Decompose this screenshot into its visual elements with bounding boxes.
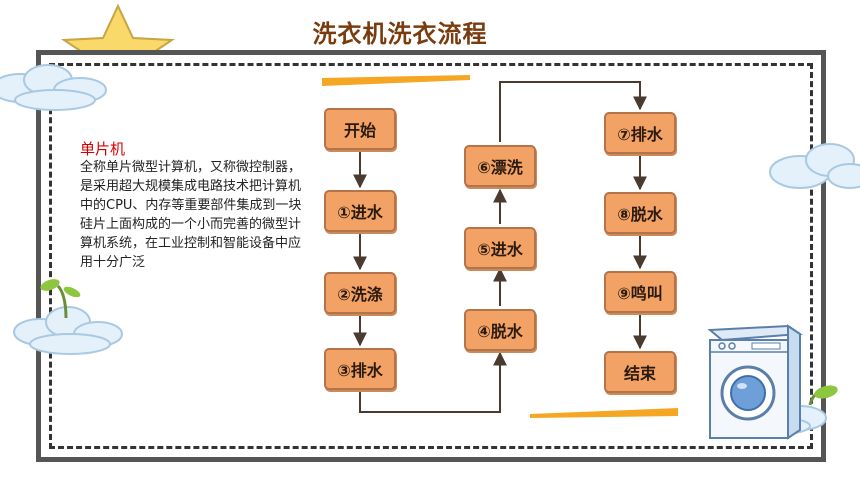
flow-step-9-beep: ⑨鸣叫: [604, 271, 676, 313]
flow-step-4-spin: ④脱水: [464, 309, 536, 351]
flow-step-2-wash: ②洗涤: [324, 272, 396, 314]
plant-sprout-icon: [808, 385, 838, 406]
accent-stripe-top: [322, 75, 470, 86]
description-heading: 单片机: [80, 140, 126, 158]
flow-step-7-drain: ⑦排水: [604, 112, 676, 154]
page-title: 洗衣机洗衣流程: [312, 19, 488, 48]
dashed-frame-inner: [49, 63, 813, 449]
cloud-icon: [0, 64, 107, 111]
arrow-3-to-4: [359, 351, 507, 413]
flow-step-6-rinse: ⑥漂洗: [464, 145, 536, 187]
washing-machine-icon: [707, 324, 803, 440]
flow-step-3-drain: ③排水: [324, 348, 396, 390]
dashed-frame: [36, 50, 826, 462]
arrow-6-to-7: [499, 81, 647, 142]
flow-step-5-water-in: ⑤进水: [464, 227, 536, 269]
flow-step-8-spin: ⑧脱水: [604, 192, 676, 234]
flow-step-1-water-in: ①进水: [324, 190, 396, 232]
accent-stripe-bottom: [530, 408, 678, 418]
flow-step-end: 结束: [604, 351, 676, 393]
description-body: 全称单片微型计算机，又称微控制器，是采用超大规模集成电路技术把计算机中的CPU、…: [80, 160, 302, 270]
cloud-icon: [13, 306, 123, 355]
cloud-icon: [769, 143, 860, 189]
flow-step-start: 开始: [324, 108, 396, 150]
plant-sprout-icon: [40, 279, 81, 319]
